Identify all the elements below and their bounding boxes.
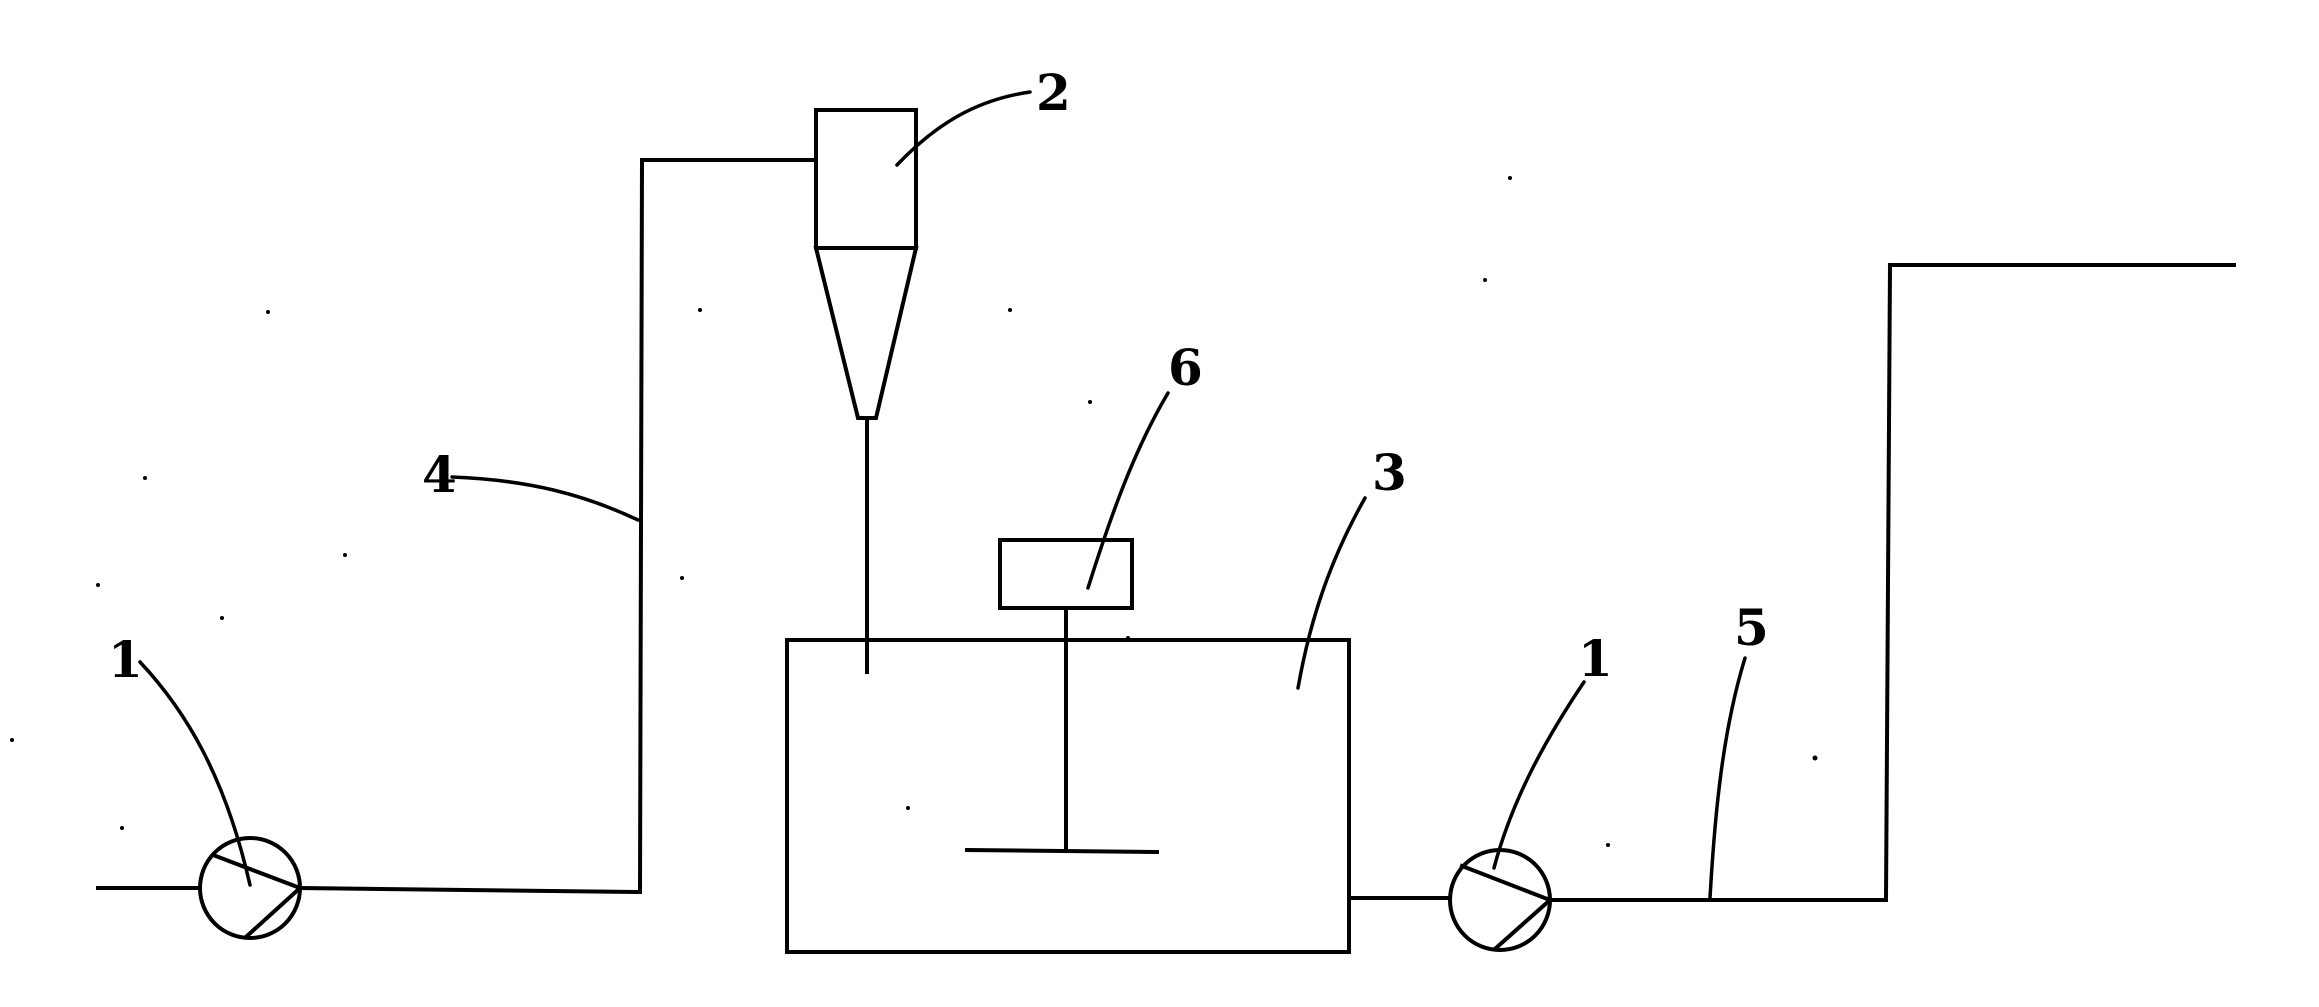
cyclone-separator (813, 108, 919, 420)
motor-box (998, 538, 1134, 610)
leader-1-right (1492, 680, 1586, 870)
leader-5 (1708, 656, 1747, 900)
scan-specks (10, 176, 1818, 847)
pipe-4 (297, 158, 818, 895)
pipe-5 (1548, 263, 2236, 902)
leader-4 (450, 475, 640, 522)
agitator-blade (964, 847, 1160, 855)
pump-right (1448, 848, 1554, 952)
label-tank: 3 (1372, 443, 1407, 502)
leader-1-left (138, 660, 252, 887)
label-pump-right: 1 (1578, 629, 1613, 688)
leader-3 (1296, 496, 1367, 690)
label-cyclone: 2 (1036, 63, 1071, 122)
pump-left (198, 836, 304, 940)
label-pipe-5: 5 (1734, 598, 1769, 657)
leader-2 (895, 90, 1032, 167)
leader-lines (138, 90, 1747, 900)
label-pipe-4: 4 (422, 445, 457, 504)
agitator (964, 538, 1160, 855)
label-pump-left: 1 (108, 630, 143, 689)
label-motor: 6 (1168, 338, 1203, 397)
leader-6 (1086, 391, 1170, 590)
labels: 1 2 3 4 5 6 1 (108, 63, 1769, 689)
